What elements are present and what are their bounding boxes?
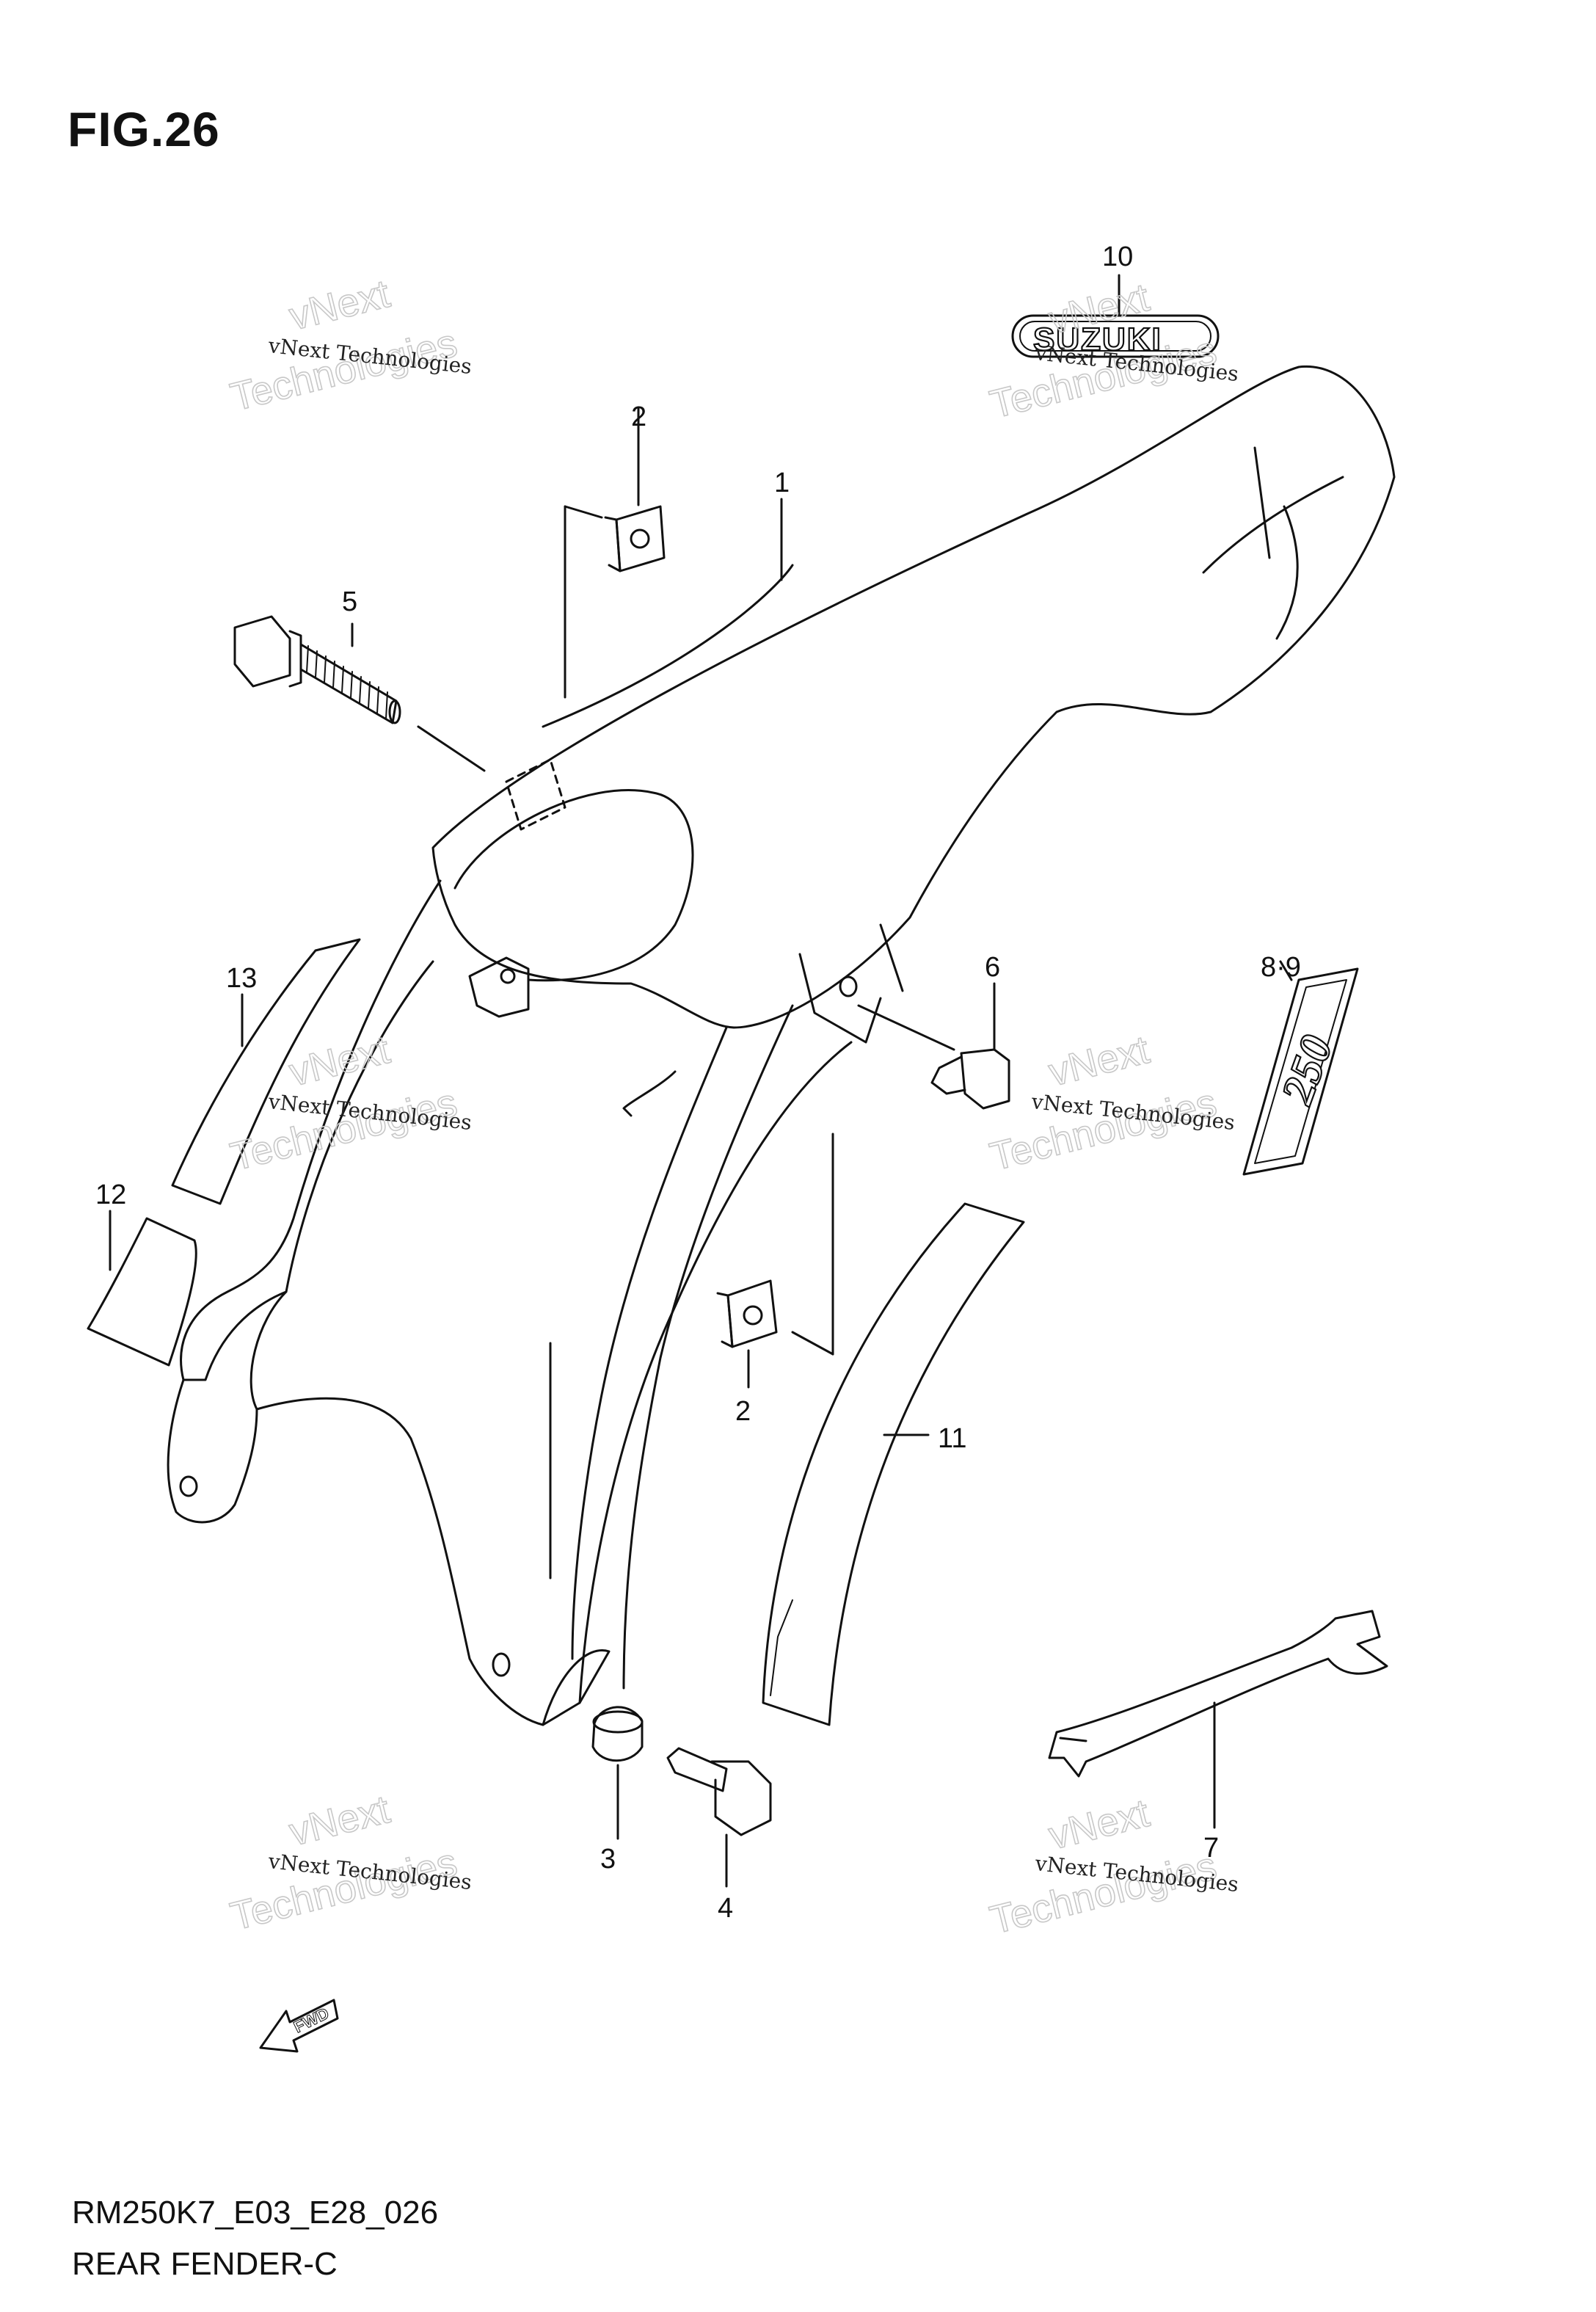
callout-3: 3 (600, 1844, 616, 1875)
clip-nut-upper (604, 406, 666, 572)
watermark-vnext: vNext (285, 272, 393, 339)
callout-4: 4 (718, 1893, 733, 1924)
watermark-bottom-right: vNext Technologies vNext Technologies (985, 1790, 1240, 1943)
model-decal-text: 250 (1272, 1029, 1342, 1111)
watermark-vnext: vNext (285, 1787, 393, 1855)
callout-7: 7 (1203, 1833, 1219, 1864)
watermark-vnext: vNext (1044, 1028, 1153, 1095)
callout-1: 1 (774, 468, 790, 498)
section-name: REAR FENDER-C (72, 2246, 338, 2282)
collar (591, 1706, 644, 1840)
model-decal (1242, 960, 1359, 1176)
watermark-bottom-left: vNext Technologies vNext Technologies (226, 1786, 473, 1939)
figure-title: FIG.26 (68, 102, 220, 156)
clip-nut-lower (716, 1279, 778, 1389)
watermark-top-right: vNext Technologies vNext Technologies (985, 275, 1240, 427)
inner-fender-strip (762, 1202, 1025, 1726)
callout-12: 12 (95, 1179, 126, 1210)
spanner-tool (1048, 1610, 1388, 1829)
flange-bolt-lower (666, 1747, 772, 1888)
callout-2-lower: 2 (735, 1396, 751, 1427)
hidden-nut-outline (505, 758, 566, 831)
flange-bolt-short (930, 982, 1010, 1110)
rear-fender-body (167, 365, 1396, 1726)
forward-arrow: FWD (259, 1999, 339, 2053)
watermark-top-left: vNext Technologies vNext Technologies (226, 271, 473, 420)
callout-2-upper: 2 (631, 401, 646, 432)
callout-13: 13 (226, 963, 257, 994)
callout-8-9: 8·9 (1261, 952, 1301, 983)
suzuki-emblem-text: SUZUKI (1033, 321, 1162, 357)
assembly-lines (417, 505, 955, 1356)
flange-bolt-long (233, 615, 401, 724)
callout-6: 6 (985, 952, 1000, 983)
watermark-middle-right: vNext Technologies vNext Technologies (985, 1027, 1236, 1179)
callout-5: 5 (342, 586, 357, 617)
callout-10: 10 (1102, 241, 1133, 272)
watermark-vnext: vNext (1044, 1791, 1153, 1858)
model-code: RM250K7_E03_E28_026 (72, 2195, 439, 2231)
watermark-group: vNext Technologies vNext Technologies vN… (226, 271, 1240, 1943)
callout-11: 11 (938, 1423, 966, 1454)
suzuki-emblem (1011, 274, 1220, 358)
pad-sticker (87, 1210, 197, 1367)
watermark-technologies: Technologies (985, 1080, 1220, 1179)
strip-sticker (171, 938, 361, 1205)
